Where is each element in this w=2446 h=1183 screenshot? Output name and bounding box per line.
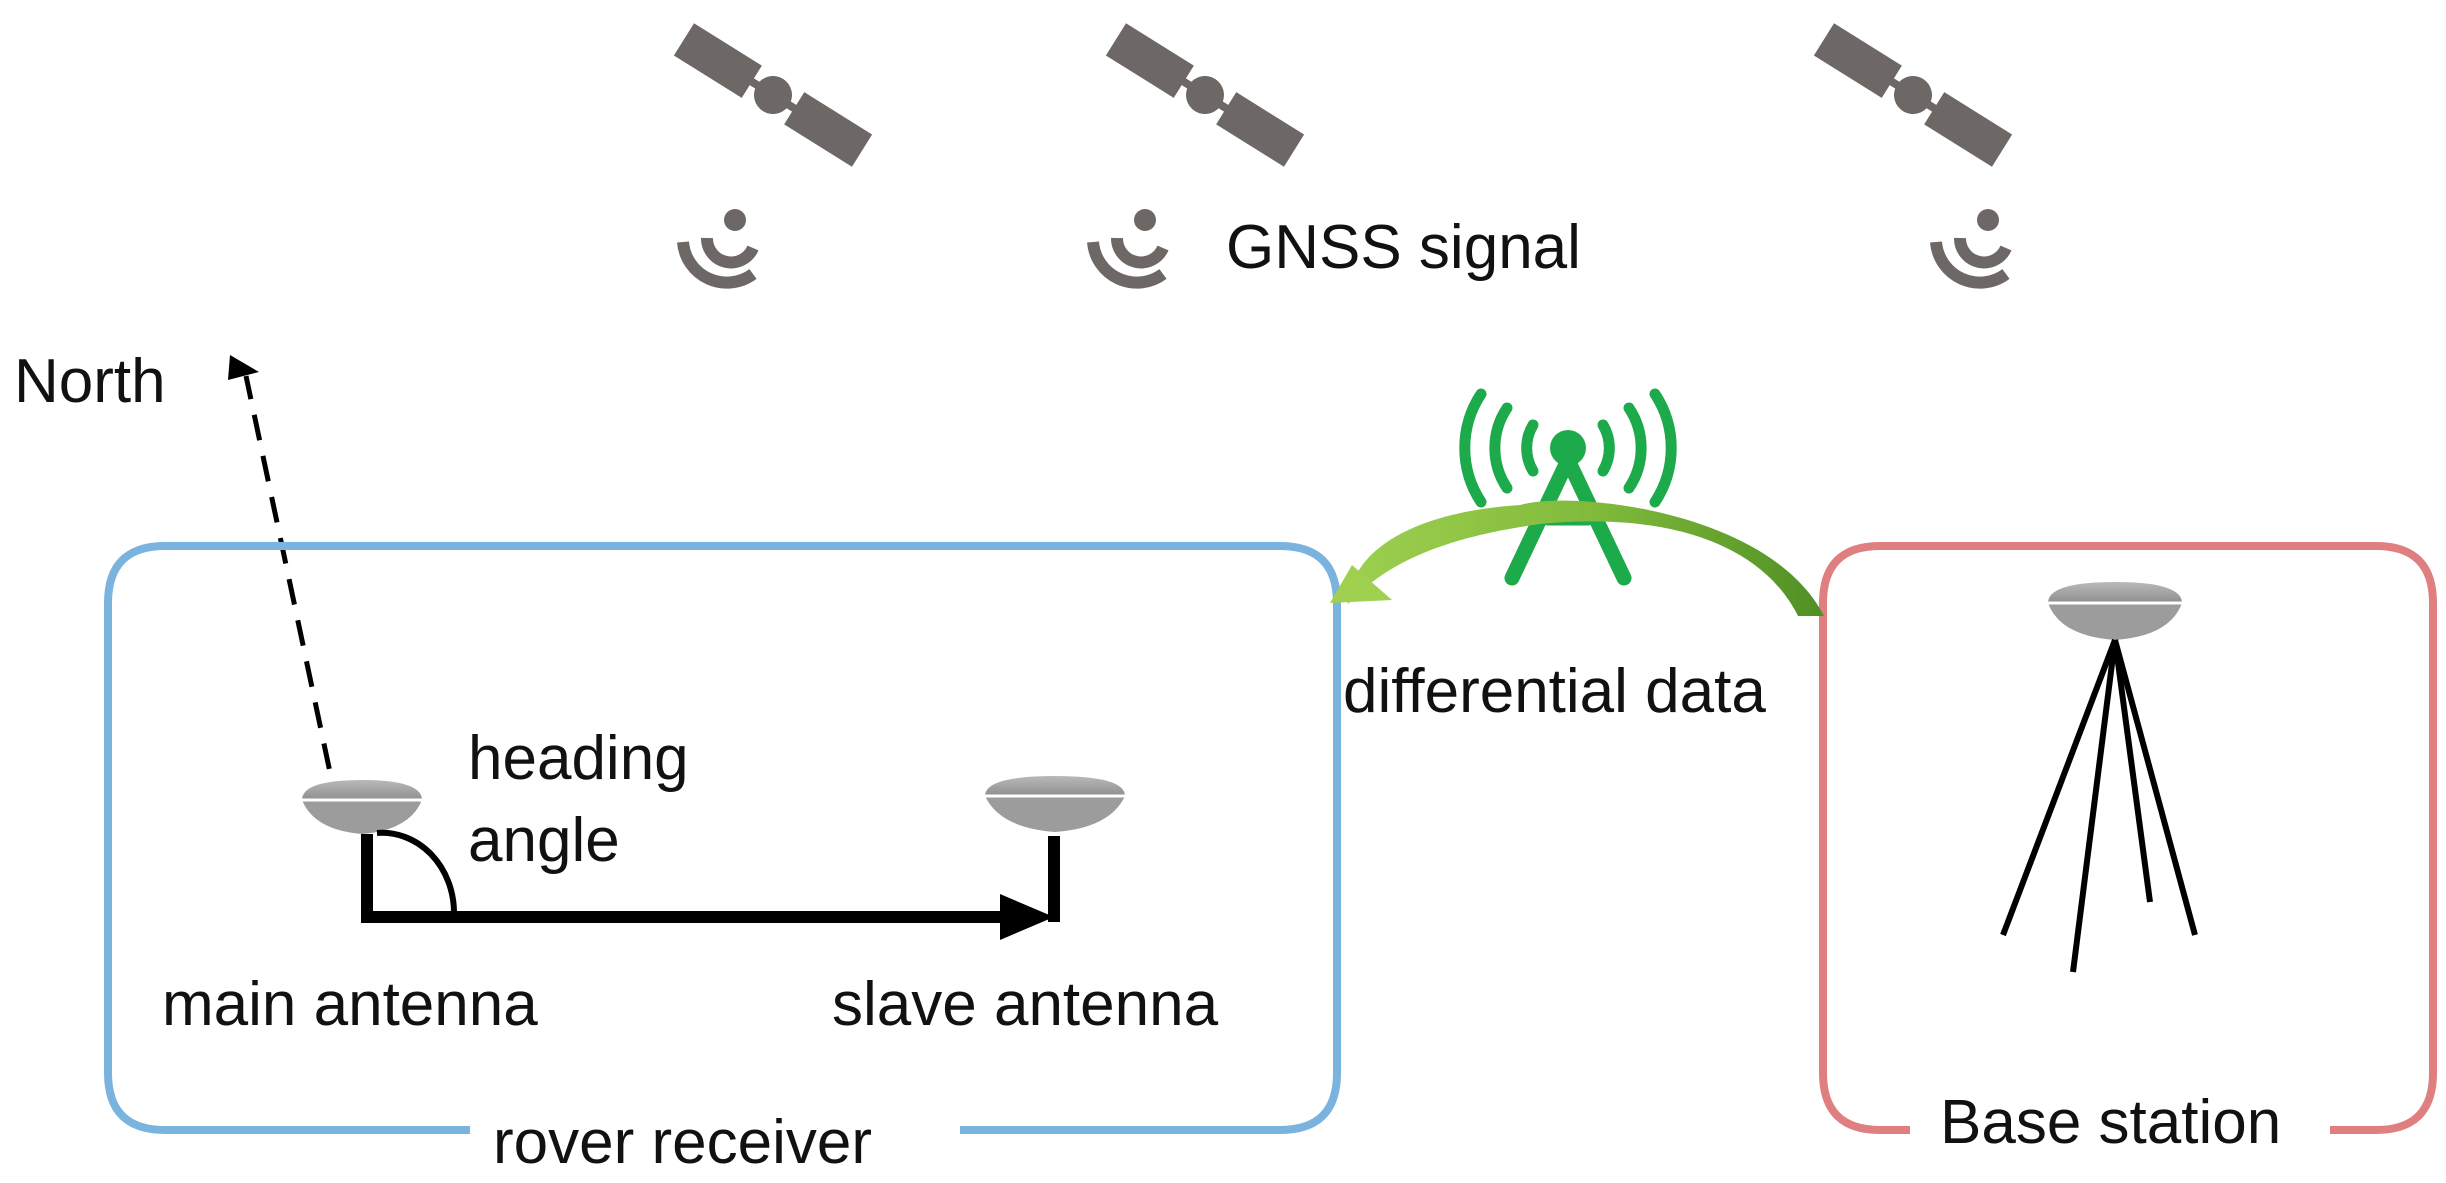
gnss-signal-label: GNSS signal [1226, 213, 1581, 282]
gnss-antenna-icon [302, 780, 422, 834]
signal-wave-icon [1936, 209, 2006, 283]
rover-receiver-box [104, 542, 1341, 1134]
differential-data-label: differential data [1343, 657, 1766, 726]
heading-angle-arc [376, 829, 457, 913]
signal-wave-icon [683, 209, 753, 283]
tripod-icon [2000, 638, 2198, 973]
gnss-antenna-icon [2048, 582, 2182, 640]
north-label: North [14, 347, 166, 416]
satellite-icon [1813, 23, 2013, 167]
heading-angle-label-line2: angle [468, 806, 620, 875]
rover-receiver-label: rover receiver [493, 1108, 872, 1177]
slave-antenna-label: slave antenna [832, 970, 1219, 1039]
baseline-vector [361, 834, 1060, 940]
north-arrow [228, 355, 341, 811]
base-station-label: Base station [1940, 1088, 2281, 1157]
main-antenna-label: main antenna [162, 970, 538, 1039]
signal-wave-icon [1093, 209, 1163, 283]
base-station-box [1819, 542, 2437, 1134]
satellite-icon [673, 23, 873, 167]
heading-angle-label-line1: heading [468, 724, 689, 793]
differential-data-arrow [1330, 500, 1824, 616]
gnss-antenna-icon [985, 776, 1125, 832]
satellite-icon [1105, 23, 1305, 167]
radio-tower-icon [1459, 388, 1677, 586]
